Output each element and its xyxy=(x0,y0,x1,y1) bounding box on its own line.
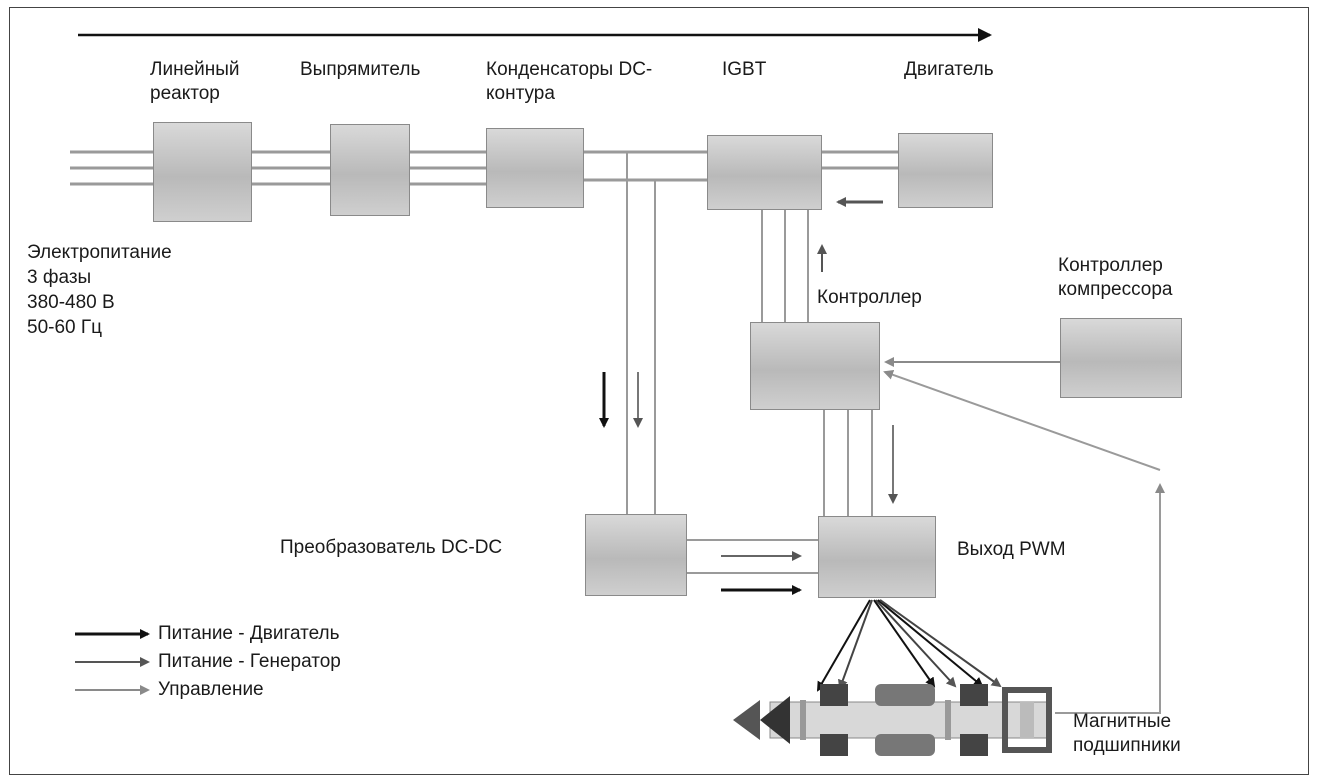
magnetic-bearings-label-line-2: подшипники xyxy=(1073,735,1181,756)
igbt-controller-lines xyxy=(761,210,809,322)
pwm-bearing-arrows xyxy=(816,599,1002,692)
motor-label: Двигатель xyxy=(904,59,994,80)
power-supply-label-line-2: 3 фазы xyxy=(27,267,92,288)
three-phase-bus xyxy=(70,150,898,186)
dc-capacitors-image xyxy=(486,128,584,208)
dcdc-pwm-lines xyxy=(687,539,818,574)
magnetic-bearings-label-line-1: Магнитные xyxy=(1073,711,1172,732)
dc-dc-converter-image xyxy=(585,514,687,596)
dc-drop-lines xyxy=(626,152,656,514)
compressor-controller-image xyxy=(1060,318,1182,398)
bearing-feedback-line xyxy=(1055,483,1165,714)
line-reactor-label-line-1: Линейный xyxy=(150,59,240,80)
controller-pwm-lines xyxy=(823,410,873,516)
pwm-output-image xyxy=(818,516,936,598)
motor-image xyxy=(898,133,993,208)
dc-capacitors-label: Конденсаторы DC- контура xyxy=(486,58,652,106)
rectifier-image xyxy=(330,124,410,216)
pwm-output-label: Выход PWM xyxy=(957,539,1066,560)
diagram-frame xyxy=(9,7,1309,775)
dc-dc-converter-label: Преобразователь DC-DC xyxy=(280,537,503,558)
magnetic-bearings-label: Магнитные подшипники xyxy=(1073,710,1181,758)
dc-capacitors-label-line-1: Конденсаторы DC- xyxy=(486,59,653,80)
controller-image xyxy=(750,322,880,410)
power-supply-label-line-1: Электропитание xyxy=(27,242,172,263)
legend-control-label: Управление xyxy=(158,679,264,700)
feedback-to-controller-line xyxy=(883,369,1161,471)
line-reactor-image xyxy=(153,122,252,222)
igbt-image xyxy=(707,135,822,210)
magnetic-bearing-assembly xyxy=(733,684,1052,756)
power-supply-label-line-4: 50-60 Гц xyxy=(27,317,103,338)
power-supply-label-line-3: 380-480 В xyxy=(27,292,115,313)
controller-label: Контроллер xyxy=(817,287,922,308)
compressor-controller-label-line-1: Контроллер xyxy=(1058,255,1163,276)
dc-capacitors-label-line-2: контура xyxy=(486,83,555,104)
igbt-label: IGBT xyxy=(722,59,767,80)
line-reactor-label-line-2: реактор xyxy=(150,83,220,104)
rectifier-label: Выпрямитель xyxy=(300,59,421,80)
compressor-controller-label-line-2: компрессора xyxy=(1058,279,1173,300)
legend-generator-power-label: Питание - Генератор xyxy=(158,651,341,672)
power-supply-label: Электропитание 3 фазы 380-480 В 50-60 Гц xyxy=(27,240,172,340)
legend-motor-power-label: Питание - Двигатель xyxy=(158,623,340,644)
line-reactor-label: Линейный реактор xyxy=(150,58,240,106)
compressor-controller-label: Контроллер компрессора xyxy=(1058,254,1173,302)
